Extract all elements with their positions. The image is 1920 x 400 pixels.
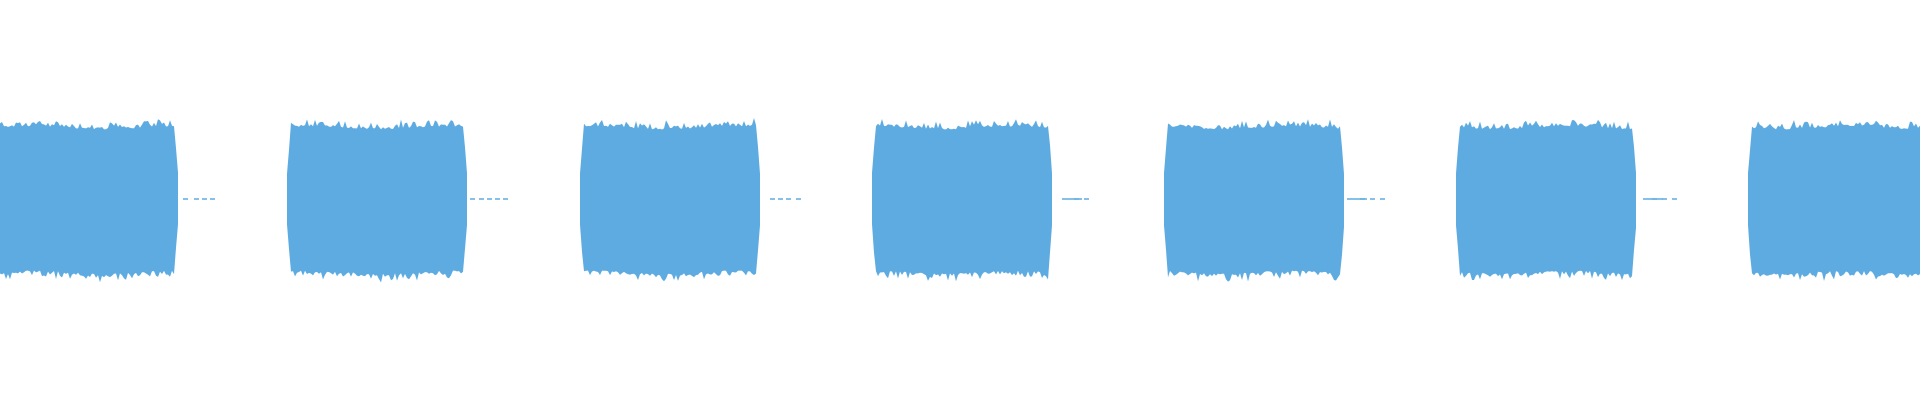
- audio-burst-1: [0, 119, 178, 283]
- audio-burst-5: [1164, 119, 1344, 282]
- audio-burst-6: [1456, 119, 1636, 281]
- audio-burst-3: [580, 118, 760, 282]
- audio-burst-7: [1748, 120, 1920, 281]
- audio-burst-2: [287, 119, 467, 283]
- audio-burst-4: [872, 119, 1052, 282]
